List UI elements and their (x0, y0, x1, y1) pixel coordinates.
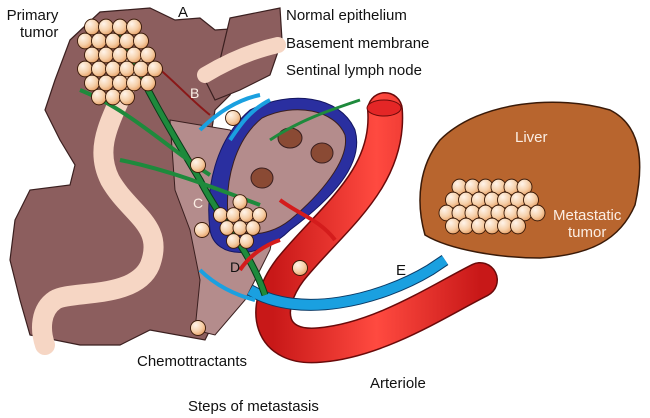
label-primary-line1: Primary (6, 7, 59, 24)
tumor-cell (126, 46, 142, 64)
tumor-cell (105, 60, 121, 78)
tumor-cell (112, 46, 128, 64)
tumor-cell (190, 157, 206, 173)
tumor-cell (232, 194, 248, 210)
tumor-cell (84, 46, 100, 64)
tumor-cell (105, 32, 121, 50)
tumor-cell (84, 18, 100, 36)
tumor-cell (239, 233, 254, 249)
tumor-cell (126, 18, 142, 36)
label-step-d: D (230, 259, 241, 275)
tumor-cell (98, 46, 114, 64)
tumor-cell (119, 32, 135, 50)
tumor-cell (98, 18, 114, 36)
label-basement-membrane: Basement membrane (286, 35, 430, 52)
lymph-node-tumor-cells (213, 194, 267, 249)
arteriole-opening (366, 99, 402, 117)
tumor-cell (219, 220, 235, 236)
tumor-cell (232, 220, 248, 236)
label-metastatic-line1: Metastatic (553, 207, 622, 224)
tumor-cell (225, 110, 241, 126)
tumor-cell (213, 207, 228, 223)
tumor-cell (98, 74, 114, 92)
tumor-cell (140, 46, 156, 64)
tumor-cell (194, 222, 210, 238)
tumor-cell (239, 207, 254, 223)
basement-membrane-upper (197, 37, 286, 83)
tumor-cell (140, 74, 156, 92)
scattered-tumor-cells (190, 110, 308, 336)
tumor-cell (245, 220, 261, 236)
basement-membrane (32, 50, 164, 355)
tumor-cell (91, 32, 107, 50)
tumor-cell (84, 74, 100, 92)
tumor-cell (226, 233, 241, 249)
tumor-cell (133, 32, 149, 50)
tumor-cell (112, 18, 128, 36)
tumor-cell (77, 60, 93, 78)
label-step-e: E (396, 262, 407, 279)
label-sentinal-lymph-node: Sentinal lymph node (286, 62, 422, 79)
tumor-cell (190, 320, 206, 336)
tumor-cell (523, 191, 539, 209)
tumor-cell (147, 60, 163, 78)
label-step-b: B (190, 85, 200, 101)
tumor-cell (112, 74, 128, 92)
diagram-title: Steps of metastasis (188, 398, 319, 415)
label-liver: Liver (515, 129, 548, 146)
label-metastatic-tumor: Metastatic tumor (553, 207, 622, 241)
tumor-cell (292, 260, 308, 276)
tumor-cell (133, 60, 149, 78)
tumor-cell (77, 32, 93, 50)
tumor-cell (226, 207, 241, 223)
label-normal-epithelium: Normal epithelium (286, 7, 407, 24)
label-step-a: A (178, 4, 189, 21)
tumor-cell (119, 60, 135, 78)
label-arteriole: Arteriole (370, 375, 426, 392)
tumor-cell (91, 88, 107, 106)
tumor-cell (119, 88, 135, 106)
label-primary-tumor: Primary tumor (6, 7, 59, 41)
tumor-cell (126, 74, 142, 92)
metastatic-tumor-cells (438, 178, 546, 235)
tumor-cell (105, 88, 121, 106)
tumor-cell (529, 204, 546, 222)
tumor-cell (91, 60, 107, 78)
label-metastatic-line2: tumor (568, 223, 607, 241)
primary-tumor-cells (77, 18, 163, 106)
label-step-c: C (193, 195, 204, 211)
tumor-cell (516, 178, 533, 196)
tumor-cell (510, 217, 526, 235)
label-chemottractants: Chemottractants (137, 353, 248, 370)
tumor-cell (252, 207, 267, 223)
label-primary-line2: tumor (20, 23, 59, 41)
